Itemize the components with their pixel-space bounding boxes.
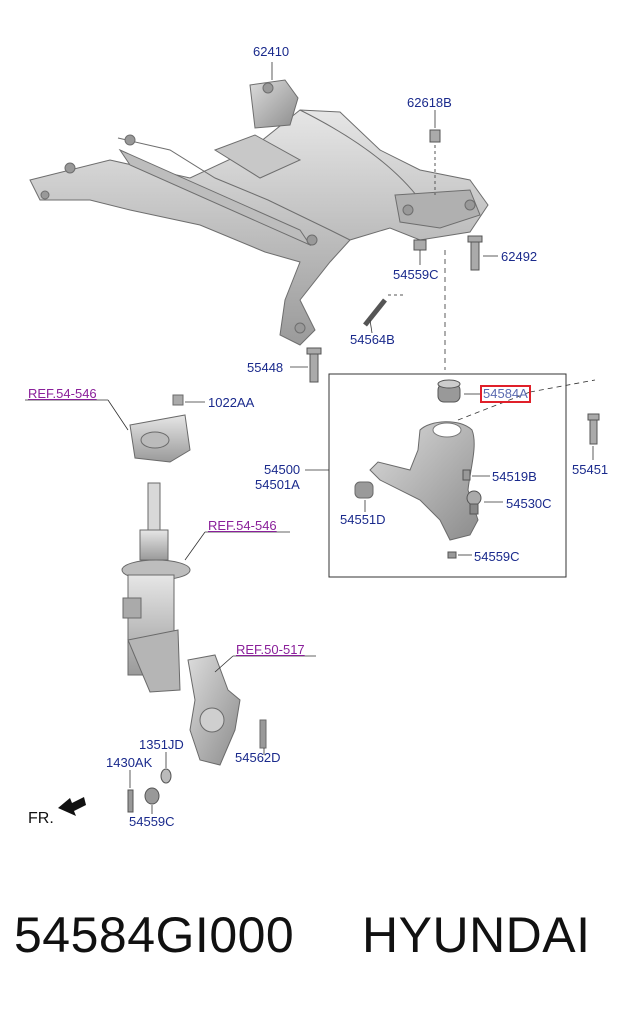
callout-55451[interactable]: 55451 (572, 462, 609, 477)
bolt-62618B (429, 129, 441, 195)
callout-62618B[interactable]: 62618B (407, 95, 452, 110)
callout-54564B[interactable]: 54564B (350, 332, 395, 347)
callout-1351JD[interactable]: 1351JD (139, 737, 184, 752)
leader-lines-box (364, 393, 503, 556)
nut-54559C-top (413, 239, 427, 251)
callout-1022AA[interactable]: 1022AA (208, 395, 255, 410)
leader-lines-bottom (129, 752, 167, 814)
strut-mount (129, 394, 191, 463)
footer: 54584GI000 HYUNDAI (0, 900, 620, 980)
callout-54559C-mid[interactable]: 54559C (474, 549, 520, 564)
bushing-54584A (437, 379, 461, 403)
ball-joint-54530C (466, 490, 482, 515)
parts-diagram (25, 62, 600, 816)
steering-knuckle (187, 654, 267, 766)
front-arrow-icon (58, 797, 86, 816)
brand-name: HYUNDAI (362, 907, 591, 963)
callout-54562D[interactable]: 54562D (235, 750, 281, 765)
lower-arm-box (305, 373, 596, 578)
subframe-62410 (29, 79, 489, 346)
strut-assembly (121, 482, 191, 693)
callout-54559C-bot[interactable]: 54559C (129, 814, 175, 829)
bolt-54519B (462, 469, 471, 481)
callout-55448[interactable]: 55448 (247, 360, 284, 375)
bolt-54564B (363, 294, 405, 327)
callout-54500[interactable]: 54500 (264, 462, 301, 477)
nut-54559C-bot (144, 787, 160, 805)
leader-lines-mount (25, 399, 205, 431)
ref-54-546-mount[interactable]: REF.54-546 (28, 386, 97, 401)
callout-62410[interactable]: 62410 (253, 44, 290, 59)
callout-62492[interactable]: 62492 (501, 249, 538, 264)
front-direction-label: FR. (28, 810, 54, 827)
ref-50-517-knuckle[interactable]: REF.50-517 (236, 642, 305, 657)
leader-lines-knuckle (214, 655, 316, 755)
callout-54551D[interactable]: 54551D (340, 512, 386, 527)
ref-54-546-strut[interactable]: REF.54-546 (208, 518, 277, 533)
callout-54584A-highlighted[interactable]: 54584A (480, 385, 531, 403)
leader-lines-top (271, 62, 498, 370)
leader-lines-strut (184, 531, 290, 561)
part-number: 54584GI000 (14, 907, 295, 963)
bolt-62492 (467, 235, 483, 271)
bolt-55448 (306, 347, 322, 383)
callout-1430AK[interactable]: 1430AK (106, 755, 153, 770)
washer-1351JD (160, 768, 172, 784)
callout-54519B[interactable]: 54519B (492, 469, 537, 484)
callout-54501A[interactable]: 54501A (255, 477, 300, 492)
callout-54559C-top[interactable]: 54559C (393, 267, 439, 282)
nut-54559C-mid (447, 551, 457, 559)
lower-control-arm (354, 421, 479, 541)
bolt-1430AK (127, 789, 134, 813)
callout-54530C[interactable]: 54530C (506, 496, 552, 511)
bolt-55451 (587, 413, 600, 460)
